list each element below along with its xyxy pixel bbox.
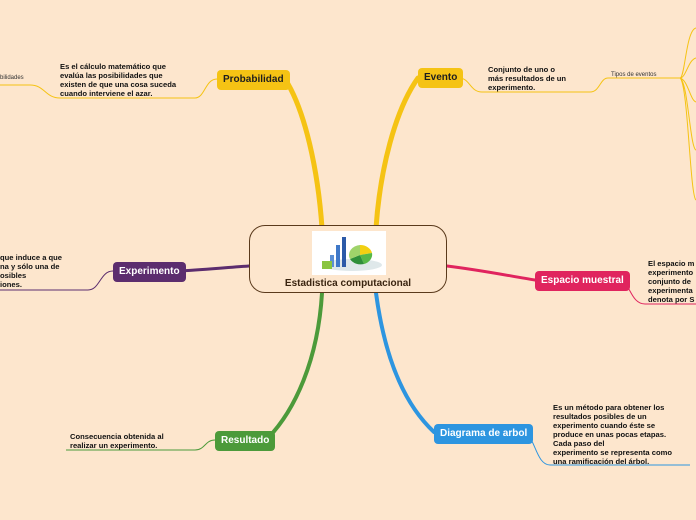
topic-experimento[interactable]: Experimento [113,262,186,282]
branch-diagrama-arbol [374,291,436,434]
leaf-line-resultado [66,439,216,451]
statistics-chart-illustration-icon [312,231,386,275]
description-probabilidad[interactable]: Es el cálculo matemático que evalúa las … [60,62,177,98]
topic-diagrama-arbol[interactable]: Diagrama de arbol [434,424,534,444]
central-topic-title: Estadistica computacional [284,278,412,289]
description-diagrama-arbol[interactable]: Es un método para obtener los resultados… [553,403,673,466]
leaf-line-probabilidad [0,78,218,99]
branch-resultado [266,291,324,440]
topic-espacio-muestral-label: Espacio muestral [541,275,624,286]
subtopic-probabilidades-fragment[interactable]: bilidades [0,75,24,81]
description-resultado[interactable]: Consecuencia obtenida al realizar un exp… [70,432,164,450]
topic-resultado-label: Resultado [221,435,270,446]
topic-experimento-label: Experimento [119,266,180,277]
branch-probabilidad [282,76,325,231]
topic-probabilidad[interactable]: Probabilidad [217,70,290,90]
topic-resultado[interactable]: Resultado [215,431,276,451]
leaf-line-tipos-eventos [679,27,696,201]
subtopic-tipos-eventos[interactable]: Tipos de eventos [611,72,657,78]
branch-experimento [176,264,251,273]
description-experimento[interactable]: que induce a que na y sólo una de osible… [0,253,63,289]
branch-espacio-muestral [445,264,537,282]
leaf-line-evento [458,77,680,93]
description-evento[interactable]: Conjunto de uno o más resultados de un e… [488,65,567,92]
topic-probabilidad-label: Probabilidad [223,74,284,85]
topic-espacio-muestral[interactable]: Espacio muestral [535,271,630,291]
branch-evento [373,75,421,231]
topic-evento[interactable]: Evento [418,68,464,88]
central-topic[interactable]: Estadistica computacional [249,225,447,293]
topic-evento-label: Evento [424,72,458,83]
topic-diagrama-arbol-label: Diagrama de arbol [440,428,528,439]
leaf-line-experimento [0,270,114,291]
description-espacio-muestral[interactable]: El espacio m experimento conjunto de exp… [648,259,695,304]
